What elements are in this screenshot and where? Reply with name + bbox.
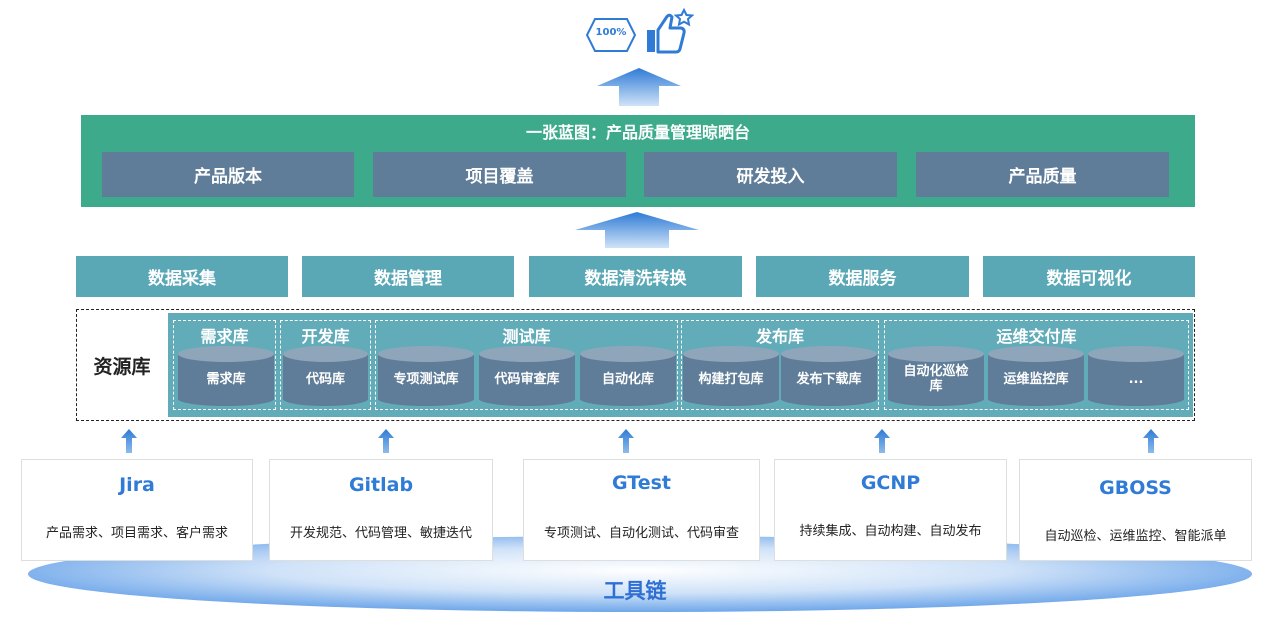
tool-card-gcnp: GCNP 持续集成、自动构建、自动发布 xyxy=(774,459,1007,561)
db-label: 代码库 xyxy=(305,371,345,387)
tile-rd-investment: 研发投入 xyxy=(644,152,897,197)
group-testing xyxy=(375,320,678,410)
tool-desc: 持续集成、自动构建、自动发布 xyxy=(799,524,982,539)
db-release-download: 发布下载库 xyxy=(781,346,877,406)
group-label-testing: 测试库 xyxy=(502,327,551,346)
db-label: 构建打包库 xyxy=(698,371,764,387)
group-ops-delivery xyxy=(884,320,1189,410)
up-arrow-icon xyxy=(378,429,394,453)
group-label-release: 发布库 xyxy=(755,327,804,346)
tool-name: GCNP xyxy=(860,472,921,494)
db-label: 需求库 xyxy=(206,371,246,387)
db-special-test: 专项测试库 xyxy=(378,346,474,406)
db-label: 自动化巡检库 xyxy=(903,364,969,394)
tool-card-gboss: GBOSS 自动巡检、运维监控、智能派单 xyxy=(1019,459,1252,561)
group-development xyxy=(280,320,371,410)
db-label: ... xyxy=(1128,371,1144,387)
process-data-service: 数据服务 xyxy=(756,256,969,297)
tool-desc: 产品需求、项目需求、客户需求 xyxy=(45,526,228,541)
db-more: ... xyxy=(1088,346,1184,406)
process-data-collection: 数据采集 xyxy=(76,256,288,297)
tool-name: Gitlab xyxy=(348,474,414,496)
tile-product-quality: 产品质量 xyxy=(916,152,1169,197)
tool-name: Jira xyxy=(119,474,155,496)
tool-desc: 自动巡检、运维监控、智能派单 xyxy=(1044,529,1227,544)
tile-project-coverage: 项目覆盖 xyxy=(373,152,626,197)
up-arrow-icon xyxy=(121,429,137,453)
group-label-development: 开发库 xyxy=(301,327,350,346)
group-requirement xyxy=(173,320,276,410)
tile-product-version: 产品版本 xyxy=(102,152,354,197)
up-arrow-icon xyxy=(1143,429,1159,453)
tool-card-gtest: GTest 专项测试、自动化测试、代码审查 xyxy=(523,459,760,561)
db-automation: 自动化库 xyxy=(580,346,676,406)
db-ops-monitor: 运维监控库 xyxy=(988,346,1084,406)
db-build-package: 构建打包库 xyxy=(683,346,779,406)
db-label: 发布下载库 xyxy=(796,371,862,387)
db-label: 专项测试库 xyxy=(393,371,459,387)
db-auto-inspection: 自动化巡检库 xyxy=(888,346,984,406)
tool-desc: 开发规范、代码管理、敏捷迭代 xyxy=(289,526,472,541)
up-arrow-icon xyxy=(597,68,681,110)
score-badge: 100% xyxy=(585,17,637,53)
up-arrow-icon xyxy=(575,212,699,252)
score-badge-text: 100% xyxy=(595,27,627,38)
db-label: 自动化库 xyxy=(601,371,654,387)
group-label-requirement: 需求库 xyxy=(200,327,249,346)
toolchain-label: 工具链 xyxy=(603,579,667,603)
db-label: 代码审查库 xyxy=(494,371,560,387)
db-code: 代码库 xyxy=(283,346,368,406)
blueprint-panel: 一张蓝图：产品质量管理晾晒台 产品版本 项目覆盖 研发投入 产品质量 xyxy=(81,115,1195,207)
up-arrow-icon xyxy=(618,429,634,453)
blueprint-title: 一张蓝图：产品质量管理晾晒台 xyxy=(525,123,750,142)
group-label-ops-delivery: 运维交付库 xyxy=(996,327,1077,346)
process-data-cleaning: 数据清洗转换 xyxy=(529,256,742,297)
up-arrow-icon xyxy=(874,429,890,453)
tool-name: GBOSS xyxy=(1099,477,1172,499)
group-release xyxy=(681,320,879,410)
db-requirement: 需求库 xyxy=(178,346,274,406)
thumbs-up-icon xyxy=(644,7,695,54)
tool-card-gitlab: Gitlab 开发规范、代码管理、敏捷迭代 xyxy=(269,459,493,561)
tool-name: GTest xyxy=(612,472,671,494)
db-label: 运维监控库 xyxy=(1003,371,1069,387)
tool-desc: 专项测试、自动化测试、代码审查 xyxy=(543,526,739,541)
db-code-review: 代码审查库 xyxy=(479,346,575,406)
tool-card-jira: Jira 产品需求、项目需求、客户需求 xyxy=(21,459,253,561)
process-data-management: 数据管理 xyxy=(302,256,514,297)
process-data-visualization: 数据可视化 xyxy=(983,256,1195,297)
resource-library-title: 资源库 xyxy=(93,355,151,378)
